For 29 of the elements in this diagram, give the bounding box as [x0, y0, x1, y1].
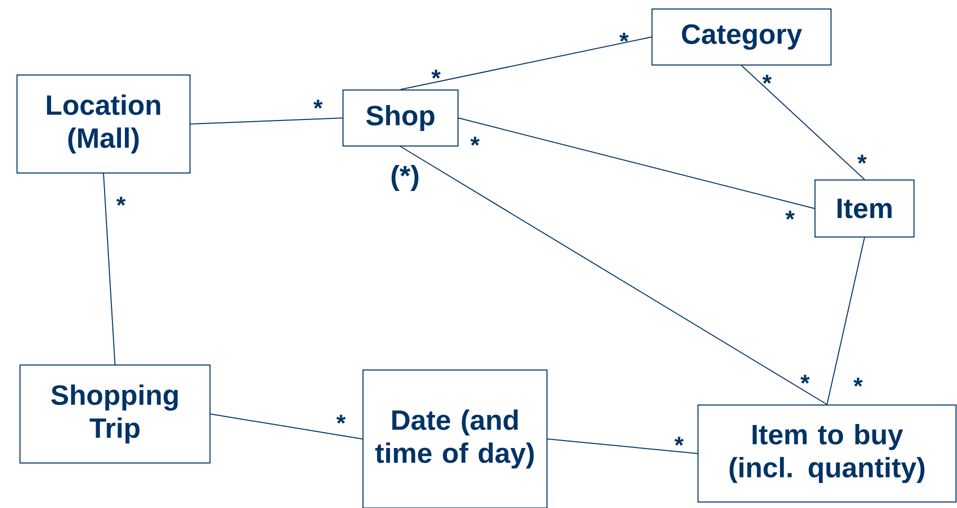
multiplicity-label: *	[674, 436, 684, 446]
entity-box: Location (Mall)	[16, 74, 190, 174]
connector-line	[103, 173, 116, 365]
entity-box: Date (and time of day)	[362, 370, 548, 508]
connector-line	[741, 65, 866, 180]
connector-line	[826, 237, 866, 405]
connector-line	[400, 146, 828, 405]
entity-box: Category	[652, 8, 832, 66]
multiplicity-label: *	[431, 70, 441, 79]
multiplicity-label: *	[619, 32, 629, 42]
multiplicity-label: *	[116, 196, 126, 206]
connector-line	[458, 118, 816, 209]
entity-box: Item	[814, 180, 915, 238]
multiplicity-note: (*)	[392, 164, 418, 192]
connector-line	[400, 36, 652, 90]
connector-line	[190, 118, 343, 124]
multiplicity-label: *	[785, 210, 795, 220]
multiplicity-label: *	[857, 154, 867, 164]
entity-box: Item to buy (incl. quantity)	[698, 404, 957, 502]
multiplicity-label: *	[800, 374, 810, 384]
entity-box: Shop	[342, 90, 458, 146]
multiplicity-label: *	[853, 378, 863, 387]
multiplicity-label: *	[762, 74, 772, 84]
multiplicity-label: *	[470, 136, 480, 146]
connector-line	[547, 438, 698, 454]
connector-line	[210, 414, 363, 440]
entity-box: Shopping Trip	[20, 364, 210, 464]
multiplicity-label: *	[313, 100, 323, 109]
multiplicity-label: *	[336, 414, 346, 424]
